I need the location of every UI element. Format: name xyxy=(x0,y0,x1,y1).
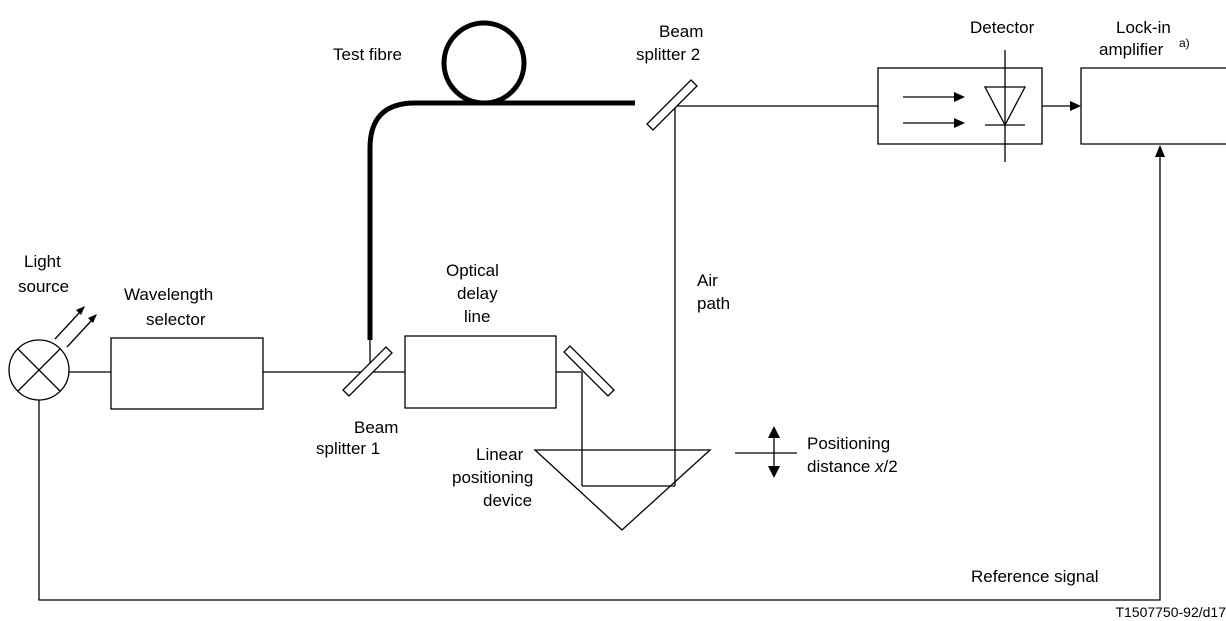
light-source-label: Light source xyxy=(18,252,69,296)
lock-in-amplifier-box xyxy=(1080,67,1226,145)
beam-splitter-2-label: Beam splitter 2 xyxy=(636,22,708,64)
beam-splitter-1-label: Beam splitter 1 xyxy=(316,418,403,458)
test-fibre xyxy=(367,20,635,363)
retro-reflector-prism xyxy=(533,449,712,531)
lock-in-amplifier-footnote: a) xyxy=(1179,36,1190,50)
detector-box xyxy=(877,67,1043,145)
wavelength-selector-label: Wavelength selector xyxy=(124,285,218,329)
air-path-label: Air path xyxy=(697,271,730,313)
light-input-arrows-icon xyxy=(903,92,965,128)
optical-delay-line-label: Optical delay line xyxy=(446,261,504,326)
signal-arrow xyxy=(1042,101,1081,111)
light-emission-arrows-icon xyxy=(54,306,97,348)
photodiode-icon xyxy=(983,50,1027,162)
delay-mirror xyxy=(563,345,615,397)
figure-id: T1507750-92/d17 xyxy=(1115,604,1226,620)
beam-splitter-2 xyxy=(646,79,698,131)
optical-paths xyxy=(69,105,878,487)
lock-in-amplifier-label: Lock-in amplifier xyxy=(1099,18,1176,59)
test-fibre-label: Test fibre xyxy=(333,45,402,64)
positioning-distance-label: Positioning distance x/2 xyxy=(807,434,898,476)
linear-positioning-device-label: Linear positioning device xyxy=(452,445,538,510)
positioning-arrow-icon xyxy=(735,426,797,478)
detector-label: Detector xyxy=(970,18,1035,37)
light-source xyxy=(8,339,70,401)
optical-delay-line-box xyxy=(404,335,557,409)
reference-signal-label: Reference signal xyxy=(971,567,1099,586)
reference-signal-line xyxy=(38,145,1165,601)
beam-splitter-1 xyxy=(342,346,393,397)
wavelength-selector-box xyxy=(110,337,264,410)
